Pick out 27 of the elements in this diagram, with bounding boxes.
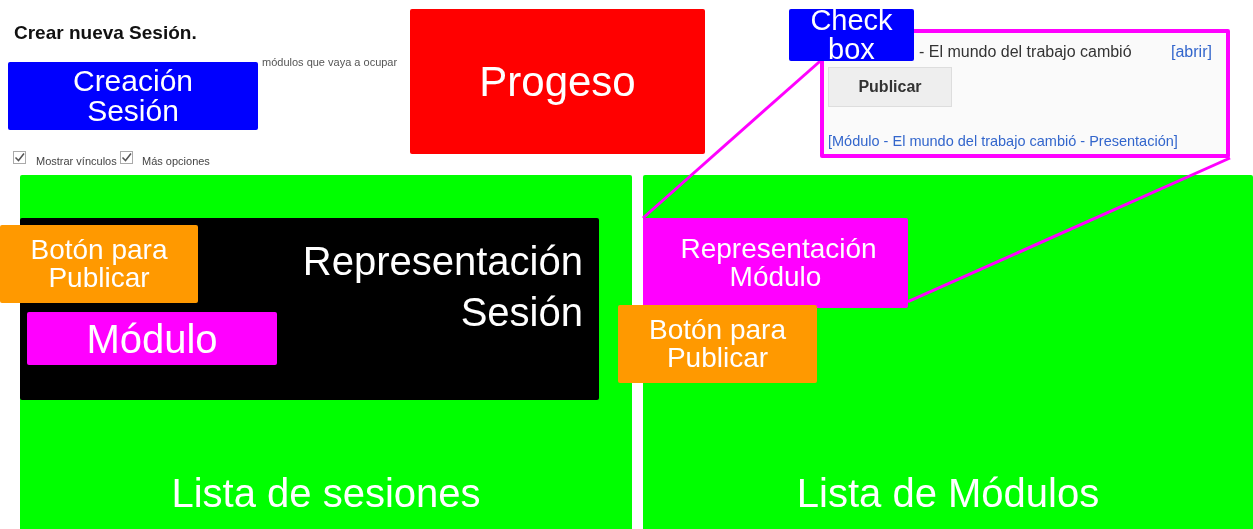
box-label: Lista de Módulos <box>795 473 1101 513</box>
annotation-tooltip <box>618 305 817 383</box>
publish-button: Publicar <box>828 67 952 107</box>
box-label: Lista de sesiones <box>170 473 482 513</box>
box-label: Check box <box>809 6 894 64</box>
page-heading: Crear nueva Sesión. <box>14 22 197 44</box>
label-box <box>789 9 914 61</box>
box-label: Creación Sesión <box>71 66 195 126</box>
label-box <box>643 218 908 308</box>
annotation-tooltip <box>0 225 198 303</box>
box-label: Módulo <box>85 318 219 359</box>
label-box <box>410 9 705 154</box>
link-text: [abrir] <box>1171 43 1212 61</box>
inset-text: - El mundo del trabajo cambió <box>919 43 1132 61</box>
link-text: [Módulo - El mundo del trabajo cambió - Presentación] <box>828 133 1178 149</box>
instruction-text: módulos que vaya a ocupar <box>262 56 398 68</box>
box-label: Progeso <box>478 60 637 103</box>
label-box <box>27 312 277 365</box>
box-label: Botón para Publicar <box>648 316 787 372</box>
label-box <box>8 62 258 130</box>
checkbox-label: Más opciones <box>142 155 210 167</box>
zoom-inset-panel <box>820 29 1230 158</box>
box-label: Representación Sesión <box>301 238 583 337</box>
checkbox-label: Mostrar vínculos <box>36 155 117 167</box>
list-panel <box>643 175 1253 529</box>
list-panel <box>20 175 632 529</box>
box-label: Botón para Publicar <box>29 236 169 292</box>
